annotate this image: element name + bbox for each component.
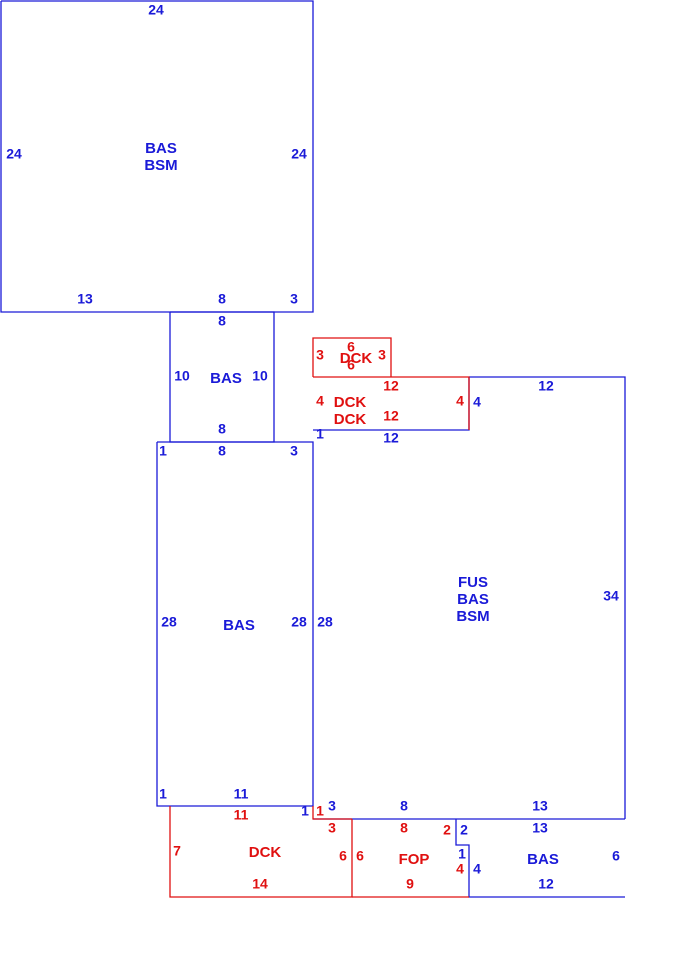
- dimension-label-dcks-6-bottom: 6: [347, 357, 355, 373]
- dimension-label-conn-8-bottom: 8: [218, 421, 226, 437]
- dimension-label-fus-28: 28: [317, 614, 333, 630]
- dimension-label-dckd-12-top: 12: [383, 378, 399, 394]
- dimension-label-dckb-11: 11: [234, 807, 249, 823]
- dimension-label-left-1-bottom: 1: [159, 786, 167, 802]
- dimension-label-fop-8: 8: [400, 820, 408, 836]
- dimension-label-left-3-top: 3: [290, 443, 298, 459]
- dck-corner-outline: [312, 806, 352, 820]
- dimension-label-dckd-4-left: 4: [316, 393, 324, 409]
- dimension-label-dckb-14: 14: [252, 876, 268, 892]
- dimension-label-dckd-4-right: 4: [456, 393, 464, 409]
- bas-bottom-right-outline: [455, 819, 625, 898]
- dimension-label-left-28-right: 28: [291, 614, 307, 630]
- dimension-label-dckb-6: 6: [339, 848, 347, 864]
- area-label-bas-bsm-top-line-1: BAS: [145, 140, 177, 157]
- dimension-label-fop-9: 9: [406, 876, 414, 892]
- dimension-label-dckb-7: 7: [173, 843, 181, 859]
- dimension-label-fus-1: 1: [316, 426, 324, 442]
- dimension-label-dcks-3-left: 3: [316, 347, 324, 363]
- dimension-label-dckb-1: 1: [316, 803, 324, 819]
- dimension-label-top-8: 8: [218, 291, 226, 307]
- dimension-label-fop-4: 4: [456, 861, 464, 877]
- dimension-label-conn-10-right: 10: [252, 368, 268, 384]
- area-label-bas-connector-line-1: BAS: [210, 370, 242, 387]
- fus-right-outline: [469, 376, 626, 819]
- dimension-label-fus-8-bottom: 8: [400, 798, 408, 814]
- area-label-fop-line-1: FOP: [399, 851, 430, 868]
- dimension-label-dcks-3-right: 3: [378, 347, 386, 363]
- dimension-label-basbr-4: 4: [473, 861, 481, 877]
- dimension-label-left-1-corner: 1: [301, 803, 309, 819]
- dimension-label-fop-3: 3: [328, 820, 336, 836]
- dimension-label-top-24-top: 24: [148, 2, 164, 18]
- area-label-fus-bas-bsm-line-2: BAS: [457, 591, 489, 608]
- area-label-fus-bas-bsm-line-3: BSM: [456, 608, 489, 625]
- dimension-label-basbr-13-top: 13: [532, 820, 548, 836]
- dimension-label-top-3: 3: [290, 291, 298, 307]
- dimension-label-top-13: 13: [77, 291, 93, 307]
- dimension-label-fus-3-bottom: 3: [328, 798, 336, 814]
- dimension-label-left-8-top: 8: [218, 443, 226, 459]
- area-label-bas-left-line-1: BAS: [223, 617, 255, 634]
- dimension-label-top-24-left: 24: [6, 146, 22, 162]
- area-label-bas-bottom-right-line-1: BAS: [527, 851, 559, 868]
- area-label-dck-small-line-1: DCK: [340, 350, 373, 367]
- dimension-label-basbr-6: 6: [612, 848, 620, 864]
- dimension-label-fop-6: 6: [356, 848, 364, 864]
- dimension-label-dckd-12-bottom: 12: [383, 408, 399, 424]
- dimension-label-fus-13-bottom: 13: [532, 798, 548, 814]
- area-label-bas-bsm-top-line-2: BSM: [144, 157, 177, 174]
- dimension-label-fus-12-inner: 12: [383, 430, 399, 446]
- dimension-label-left-1-top: 1: [159, 443, 167, 459]
- dimension-label-top-24-right: 24: [291, 146, 307, 162]
- dimension-label-basbr-12: 12: [538, 876, 554, 892]
- dimension-label-dcks-6-top: 6: [347, 339, 355, 355]
- dimension-label-basbr-2: 2: [460, 822, 468, 838]
- dimension-label-conn-8-top: 8: [218, 313, 226, 329]
- area-label-fus-bas-bsm-line-1: FUS: [458, 574, 488, 591]
- dck-bottom-outline: [169, 806, 353, 898]
- dimension-label-fus-4: 4: [473, 394, 481, 410]
- outline-edges: [0, 0, 626, 898]
- bas-bsm-top-outline: [0, 0, 314, 313]
- dimension-label-conn-10-left: 10: [174, 368, 190, 384]
- dck-dck-outline: [313, 376, 470, 430]
- dimension-label-left-11-bottom: 11: [234, 786, 249, 802]
- area-label-dck-dck-line-1: DCK: [334, 394, 367, 411]
- dck-small-outline: [312, 337, 392, 377]
- area-label-dck-bottom-line-1: DCK: [249, 844, 282, 861]
- dimension-label-left-28-left: 28: [161, 614, 177, 630]
- dimension-label-basbr-1: 1: [458, 846, 466, 862]
- dimension-label-fus-34: 34: [603, 588, 619, 604]
- area-label-dck-dck-line-2: DCK: [334, 411, 367, 428]
- dimension-label-fop-2: 2: [443, 822, 451, 838]
- dimension-label-fus-12-top: 12: [538, 378, 554, 394]
